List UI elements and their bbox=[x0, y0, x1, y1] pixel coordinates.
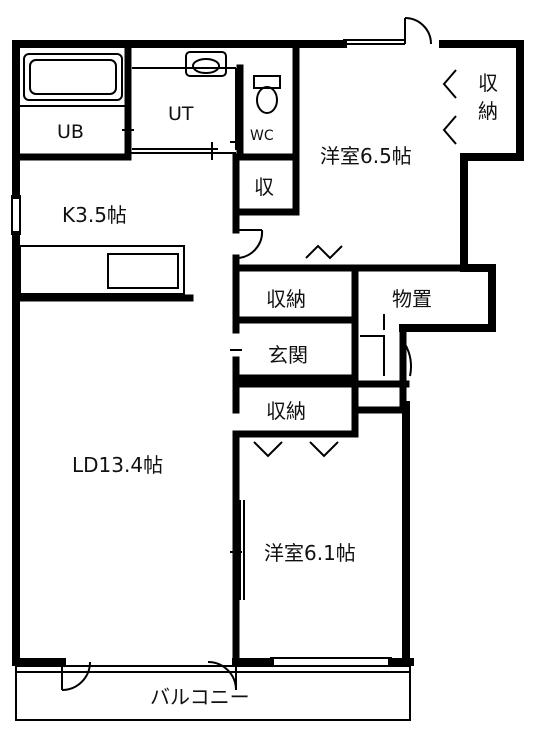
room-labels: UB UT WC K3.5帖 LD13.4帖 洋室6.5帖 洋室6.1帖 収納 … bbox=[57, 71, 498, 709]
storage-a-char: 納 bbox=[478, 99, 498, 123]
toilet-icon bbox=[253, 75, 281, 114]
room-label-ub: UB bbox=[57, 121, 84, 143]
outer-walls bbox=[12, 40, 524, 666]
sink-icon bbox=[107, 253, 179, 289]
balcony-railing bbox=[15, 665, 411, 721]
room-label-store-room: 物置 bbox=[392, 287, 432, 311]
room-label-storage-a: 収納 bbox=[478, 71, 498, 123]
room-label-western-a: 洋室6.5帖 bbox=[320, 144, 412, 168]
room-label-entrance: 玄関 bbox=[268, 343, 308, 367]
fixtures bbox=[11, 17, 457, 721]
room-label-wc: WC bbox=[250, 128, 274, 144]
room-label-ld: LD13.4帖 bbox=[72, 453, 163, 477]
interior-walls bbox=[12, 40, 468, 666]
bathtub-icon bbox=[23, 53, 123, 101]
storage-a-char: 収 bbox=[478, 71, 498, 95]
room-label-western-b: 洋室6.1帖 bbox=[264, 541, 356, 565]
room-label-storage-c: 収納 bbox=[266, 399, 306, 423]
room-label-ut: UT bbox=[168, 103, 194, 125]
room-label-storage-small: 収 bbox=[254, 175, 274, 199]
washbasin-icon bbox=[185, 51, 227, 77]
room-label-storage-b: 収納 bbox=[266, 287, 306, 311]
room-label-kitchen: K3.5帖 bbox=[62, 203, 127, 227]
kitchen-counter bbox=[19, 245, 185, 295]
room-label-balcony: バルコニー bbox=[150, 685, 250, 709]
